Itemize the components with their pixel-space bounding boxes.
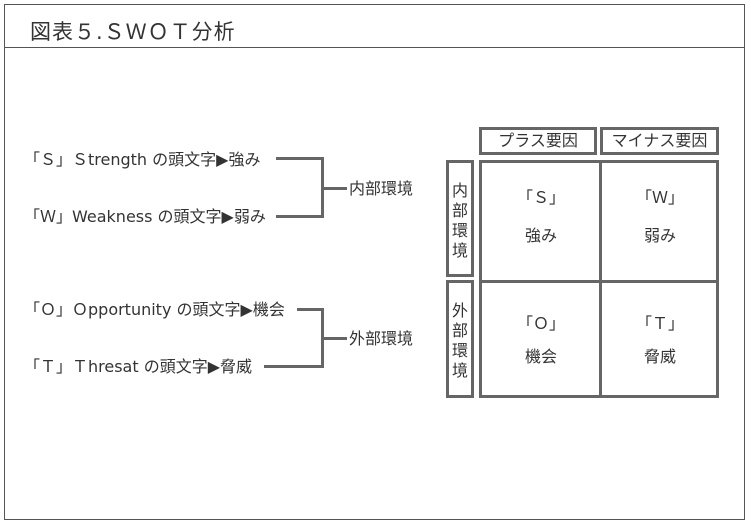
cell-opportunity-letter: 「Ｏ」: [516, 314, 565, 333]
figure-title: 図表５.ＳＷＯＴ分析: [30, 20, 236, 44]
plus-factor-header: プラス要因: [479, 127, 597, 155]
swot-matrix: 「Ｓ」 強み 「Ｗ」 弱み 「Ｏ」 機会 「Ｔ」 脅威: [479, 160, 719, 398]
cell-weakness-word: 弱み: [643, 226, 676, 245]
bracket-line-w: [276, 215, 324, 218]
opportunity-item: 「Ｏ」Ｏpportunity の頭文字▶機会: [24, 300, 285, 319]
bracket-line-t: [264, 365, 324, 368]
matrix-divider-vertical: [599, 163, 602, 395]
bracket-line-o: [297, 308, 324, 311]
figure-frame: [4, 4, 745, 520]
cell-strength-letter: 「Ｓ」: [516, 188, 565, 207]
title-bar: 図表５.ＳＷＯＴ分析: [4, 4, 745, 48]
cell-strength-word: 強み: [524, 226, 557, 245]
external-row-label: 外 部 環 境: [446, 280, 474, 398]
cell-opportunity-word: 機会: [524, 347, 557, 366]
internal-environment-label: 内部環境: [349, 179, 414, 198]
cell-threat-word: 脅威: [643, 347, 676, 366]
threat-item: 「Ｔ」Ｔhresat の頭文字▶脅威: [24, 357, 253, 376]
bracket-stem-internal: [321, 187, 347, 190]
matrix-divider-horizontal: [482, 280, 716, 283]
cell-threat-letter: 「Ｔ」: [635, 314, 684, 333]
internal-row-label: 内 部 環 境: [446, 160, 474, 277]
strength-item: 「Ｓ」Ｓtrength の頭文字▶強み: [24, 150, 261, 169]
bracket-stem-external: [321, 337, 347, 340]
bracket-line-s: [276, 157, 324, 160]
weakness-item: 「Ｗ」Weakness の頭文字▶弱み: [24, 207, 266, 226]
minus-factor-header: マイナス要因: [600, 127, 719, 155]
external-environment-label: 外部環境: [349, 329, 414, 348]
cell-weakness-letter: 「Ｗ」: [635, 188, 684, 207]
